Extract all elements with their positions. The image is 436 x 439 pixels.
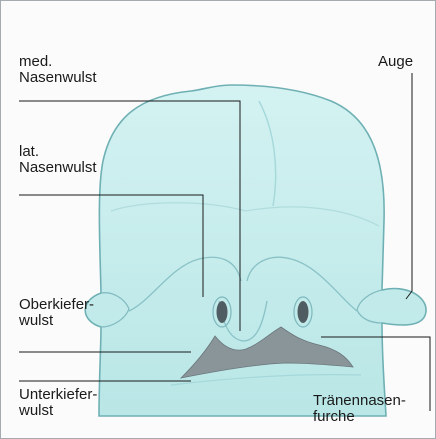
label-traenennasenfurche-line-1: Tränennasen- xyxy=(313,393,406,409)
label-oberkieferwulst-line-2: wulst xyxy=(19,313,94,329)
head-shape xyxy=(85,85,426,416)
label-unterkieferwulst: Unterkiefer- wulst xyxy=(19,387,97,419)
label-traenennasenfurche-line-2: furche xyxy=(313,409,406,425)
label-unterkieferwulst-line-1: Unterkiefer- xyxy=(19,387,97,403)
label-auge: Auge xyxy=(378,54,413,70)
left-nostril xyxy=(217,301,228,323)
label-med-nasenwulst: med. Nasenwulst xyxy=(19,54,97,86)
label-lat-nasenwulst-line-1: lat. xyxy=(19,144,97,160)
right-nostril xyxy=(298,301,309,323)
label-lat-nasenwulst: lat. Nasenwulst xyxy=(19,144,97,176)
label-med-nasenwulst-line-1: med. xyxy=(19,54,97,70)
label-oberkieferwulst: Oberkiefer- wulst xyxy=(19,297,94,329)
label-lat-nasenwulst-line-2: Nasenwulst xyxy=(19,160,97,176)
label-unterkieferwulst-line-2: wulst xyxy=(19,403,97,419)
label-oberkieferwulst-line-1: Oberkiefer- xyxy=(19,297,94,313)
pointer-line-auge xyxy=(406,73,412,299)
label-med-nasenwulst-line-2: Nasenwulst xyxy=(19,70,97,86)
label-traenennasenfurche: Tränennasen- furche xyxy=(313,393,406,425)
label-auge-line-1: Auge xyxy=(378,54,413,70)
